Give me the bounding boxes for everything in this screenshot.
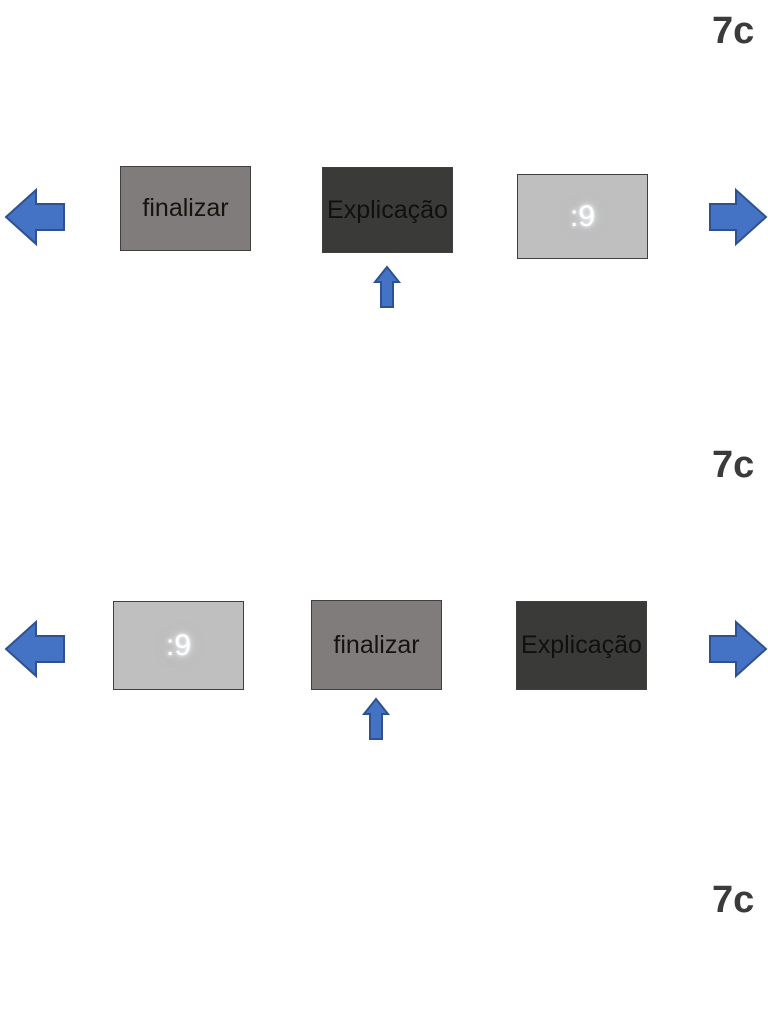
page-label-bottom: 7c: [712, 879, 755, 921]
card-nine[interactable]: :9: [517, 174, 648, 259]
card-label: Explicação: [521, 631, 642, 660]
arrow-up-icon[interactable]: [361, 697, 391, 741]
card-explicacao[interactable]: Explicação: [322, 167, 453, 253]
card-nine[interactable]: :9: [113, 601, 244, 690]
card-label: finalizar: [142, 194, 229, 223]
card-label: Explicação: [327, 195, 448, 224]
card-explicacao[interactable]: Explicação: [516, 601, 647, 690]
card-finalizar[interactable]: finalizar: [311, 600, 442, 690]
arrow-right-icon[interactable]: [708, 186, 768, 248]
page-label-middle: 7c: [712, 444, 755, 486]
page-label-top: 7c: [712, 10, 755, 52]
arrow-left-icon[interactable]: [0, 186, 68, 248]
card-label: :9: [165, 628, 192, 662]
arrow-left-icon[interactable]: [0, 618, 68, 680]
arrow-right-icon[interactable]: [708, 618, 768, 680]
card-label: finalizar: [333, 630, 420, 659]
card-finalizar[interactable]: finalizar: [120, 166, 251, 251]
arrow-up-icon[interactable]: [372, 265, 402, 309]
card-label: :9: [569, 199, 596, 233]
